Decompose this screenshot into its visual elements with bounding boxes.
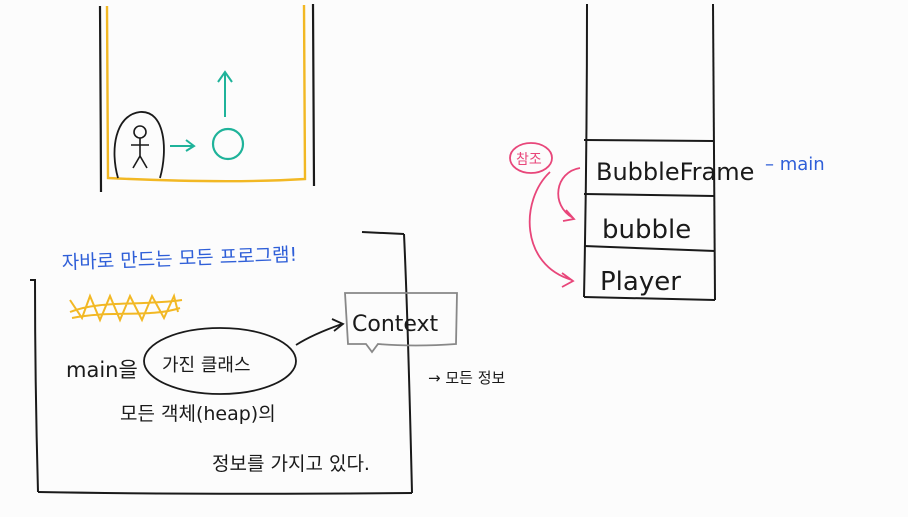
- stack-divider-3: [583, 245, 716, 252]
- stack-right-wall: [712, 3, 716, 301]
- stack-diagram: [583, 3, 716, 301]
- stack-bottom: [583, 296, 716, 301]
- reference-arrows: [528, 167, 581, 288]
- game-sketch: [98, 3, 316, 193]
- stack-frame-player: Player: [600, 267, 681, 297]
- notes-box-left: [30, 279, 39, 493]
- class-highlight-oval: [143, 327, 297, 395]
- context-box: [344, 292, 458, 354]
- notes-line3: 정보를 가지고 있다.: [212, 453, 370, 475]
- stack-frame-bubbleframe: BubbleFrame: [596, 158, 754, 186]
- notes-heading: 자바로 만드는 모든 프로그램!: [61, 244, 297, 274]
- context-label: Context: [352, 312, 439, 337]
- game-frame-left-wall: [98, 5, 103, 193]
- notes-box: [30, 231, 413, 495]
- notes-box-bottom: [37, 491, 413, 495]
- game-boundary: [105, 4, 307, 183]
- reference-arrow-bubble: [557, 167, 581, 222]
- notes-box-right: [403, 233, 413, 494]
- notes-box-top: [361, 231, 405, 235]
- bubble-circle-icon: [211, 127, 245, 161]
- context-note: → 모든 정보: [428, 369, 506, 387]
- arrow-up-icon: [217, 70, 233, 117]
- notes-line2: 모든 객체(heap)의: [120, 403, 276, 425]
- arrow-right-icon: [170, 139, 196, 152]
- main-label: – main: [765, 154, 825, 175]
- game-frame-right-wall: [311, 3, 316, 187]
- notes-line1-prefix: main을: [66, 358, 138, 382]
- stack-left-wall: [583, 3, 588, 298]
- stack-frame-bubble: bubble: [602, 215, 691, 245]
- arrow-to-context: [295, 318, 345, 346]
- stack-divider-1: [583, 139, 714, 142]
- scribble-mark: [69, 292, 183, 323]
- reference-label: 참조: [516, 152, 542, 168]
- reference-oval: [509, 142, 553, 174]
- stick-figure-icon: [131, 125, 149, 169]
- stack-divider-2: [583, 193, 715, 197]
- player-oval: [113, 111, 165, 179]
- reference-arrow-player: [528, 171, 575, 288]
- circled-text: 가진 클래스: [162, 355, 251, 376]
